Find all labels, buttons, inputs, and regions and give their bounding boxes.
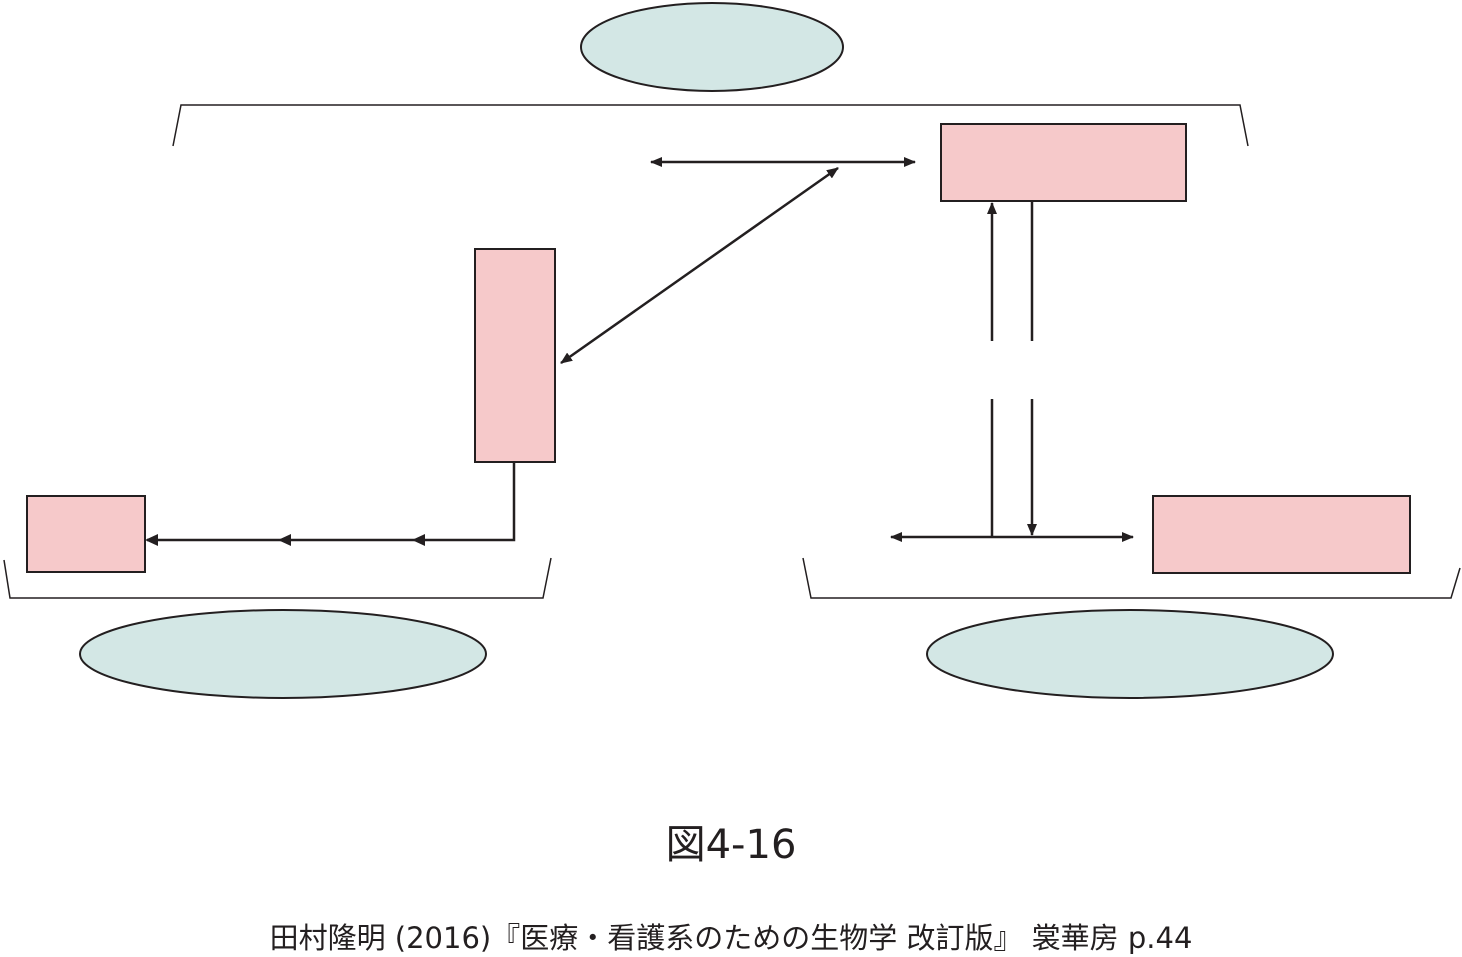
- bottom-right-ellipse: [926, 609, 1334, 699]
- box-middle-vertical: [474, 248, 556, 463]
- box-top-right: [940, 123, 1187, 202]
- arrowhead-left-1: [145, 534, 158, 546]
- connector-middle-to-left: [147, 462, 516, 542]
- box-bottom-right: [1152, 495, 1411, 574]
- arrow-diagonal: [560, 166, 839, 365]
- top-ellipse: [580, 2, 844, 92]
- arrowhead-left-2: [278, 534, 291, 546]
- figure-label: 図4-16: [665, 822, 797, 868]
- citation-text: 田村隆明 (2016)『医療・看護系のための生物学 改訂版』 裳華房 p.44: [269, 921, 1193, 955]
- arrowhead-left-3: [412, 534, 425, 546]
- bottom-right-bracket: [802, 557, 1461, 599]
- box-bottom-left: [26, 495, 146, 573]
- bottom-left-bracket: [3, 557, 552, 599]
- top-bracket: [172, 104, 1249, 147]
- bottom-left-ellipse: [79, 609, 487, 699]
